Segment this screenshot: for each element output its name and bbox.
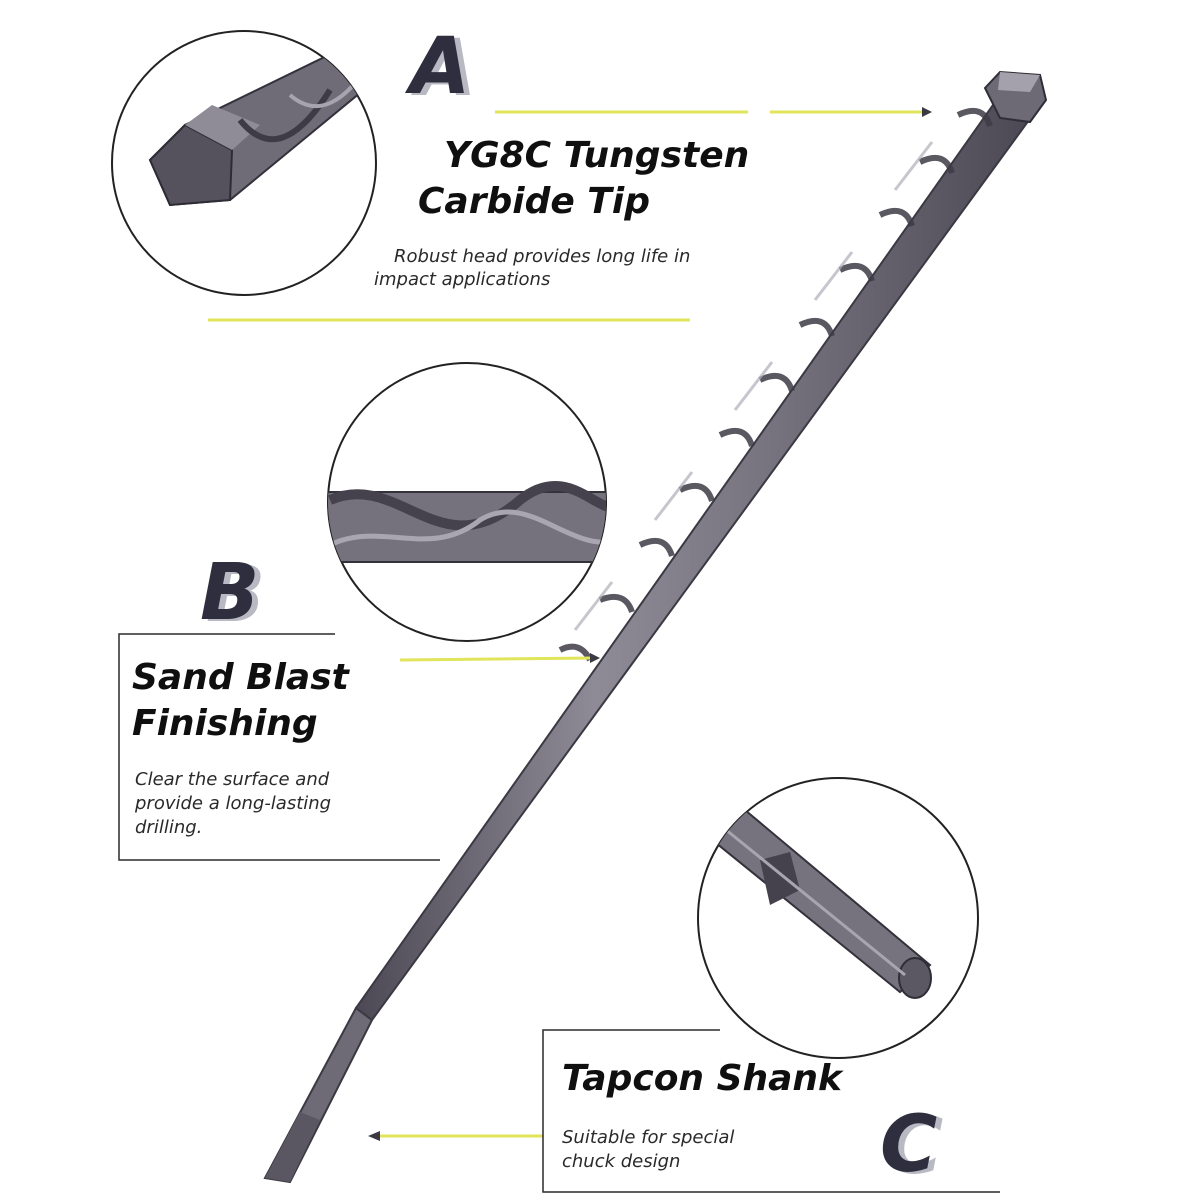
closeup-circle-c [697, 777, 979, 1059]
feature-a-desc-line2: impact applications [374, 269, 551, 290]
drill-flutes [558, 107, 993, 662]
tapcon-shank-closeup-icon [698, 808, 932, 999]
feature-c-desc-line1: Suitable for special [562, 1127, 735, 1148]
drill-shank-end [265, 1112, 320, 1182]
feature-b-desc-line3: drilling. [135, 817, 203, 838]
pointer-lines [208, 110, 922, 1138]
feature-letter-c: C [880, 1100, 938, 1190]
frame-c [542, 1029, 1000, 1193]
closeup-circle-b [327, 362, 607, 642]
feature-letter-a: A [410, 22, 471, 112]
feature-c-title: Tapcon Shank [562, 1058, 843, 1099]
feature-b-title-line2: Finishing [132, 703, 318, 744]
feature-b-desc-line1: Clear the surface and [135, 769, 330, 790]
frame-b [118, 633, 440, 861]
pointer-b-arrow [399, 656, 596, 662]
carbide-tip-closeup-icon [148, 31, 376, 207]
closeup-circle-a [111, 30, 377, 296]
feature-a-desc-line1: Robust head provides long life in [394, 246, 691, 267]
feature-a-title-line2: Carbide Tip [418, 181, 650, 222]
feature-b-desc-line2: provide a long-lasting [135, 793, 332, 814]
drill-bit [263, 70, 1048, 1184]
pointer-arrowheads [368, 107, 932, 1141]
drill-flute-highlights [573, 141, 934, 631]
feature-b-title-line1: Sand Blast [132, 657, 349, 698]
sand-blast-flute-closeup-icon [328, 481, 606, 563]
feature-letter-b: B [200, 548, 260, 638]
feature-c-desc-line2: chuck design [562, 1151, 681, 1172]
feature-a-title-line1: YG8C Tungsten [444, 135, 750, 176]
